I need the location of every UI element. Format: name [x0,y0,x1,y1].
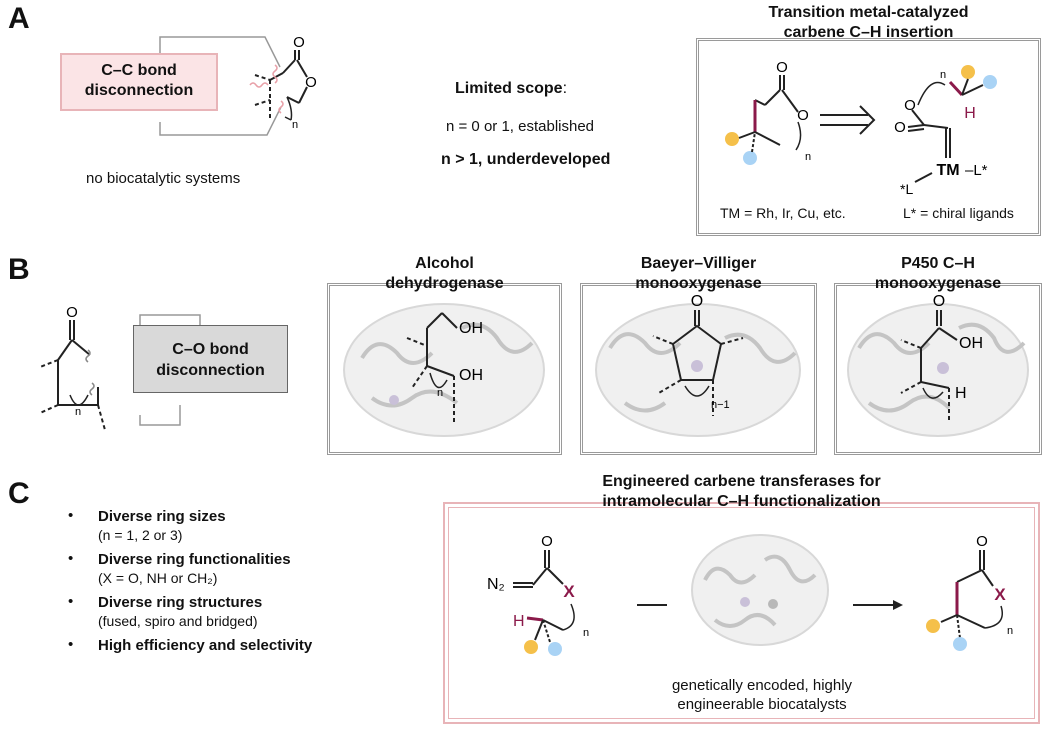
diazo-o-label: O [541,533,553,550]
product-x-label: X [994,585,1006,604]
tm-ring-o: O [797,107,809,124]
adh-protein-image: OH OH n [343,303,545,437]
p450-o-label: O [933,293,945,310]
tm-ligand-left: *L [900,181,913,197]
cc-disconnection-line2: disconnection [84,82,194,99]
tm-caption-left: TM = Rh, Ir, Cu, etc. [720,205,846,221]
tm-carbonyl-o: O [894,119,906,136]
tm-box-title: Transition metal-catalyzed carbene C–H i… [696,3,1041,43]
scope-line-underdeveloped: n > 1, underdeveloped [441,151,611,168]
cc-struct-ring-o: O [305,74,317,91]
diazo-h-label: H [513,613,525,630]
carbene-box-title-line1: Engineered carbene transferases for [602,473,881,490]
feature-title: Diverse ring functionalities [98,551,291,568]
enzyme-title-bvmo-line2: monooxygenase [635,275,762,292]
limited-scope-heading: Limited scope: [455,80,568,97]
scope-line-established: n = 0 or 1, established [446,118,595,135]
carbene-transferase-box-inner [448,507,1035,719]
tm-box-title-line1: Transition metal-catalyzed [768,4,969,21]
cc-struct-o: O [293,34,305,51]
cc-disconnection-line1: C–C bond [101,62,177,79]
feature-title: Diverse ring structures [98,594,263,611]
tm-insertion-scheme: O O n O n H O TM –L* *L [725,60,997,197]
tm-lactone-o: O [776,60,788,76]
cc-disconnection-scheme: O O n [159,34,317,136]
p450-protein-image: O OH H [847,293,1029,437]
feature-item-functionalities: Diverse ring functionalities (X = O, NH … [68,550,312,586]
enzyme-title-p450-line1: P450 C–H [901,255,975,272]
biocatalyst-caption-line1: genetically encoded, highly [671,677,853,694]
tm-metal-label: TM [936,162,959,179]
carbene-transferase-scheme: N₂ O X n H O X n [487,533,1013,656]
panel-letter-c: C [8,477,30,510]
adh-oh-top: OH [459,320,483,337]
diazo-n2-label: N₂ [487,576,505,593]
carbene-box-title-line2: intramolecular C–H functionalization [602,493,881,510]
cc-disconnection-box: C–C bond disconnection [60,53,218,111]
tm-caption-right: L* = chiral ligands [903,205,1014,221]
panel-letter-b: B [8,253,30,286]
feature-title: Diverse ring sizes [98,508,226,525]
biocatalyst-caption-line2: engineerable biocatalysts [677,696,847,713]
co-disconnection-box: C–O bond disconnection [133,325,288,393]
co-disconnection-line2: disconnection [156,362,265,379]
feature-sub: (n = 1, 2 or 3) [98,527,183,543]
diazo-n-label: n [583,627,589,639]
adh-n-label: n [437,387,443,399]
features-list: Diverse ring sizes (n = 1, 2 or 3) Diver… [68,507,313,662]
enzyme-title-adh-line1: Alcohol [415,255,474,272]
bvmo-o-label: O [691,293,703,310]
p450-h-label: H [955,385,967,402]
feature-item-ring-sizes: Diverse ring sizes (n = 1, 2 or 3) [68,507,312,543]
enzyme-title-adh: Alcohol dehydrogenase [327,254,562,294]
p450-oh-label: OH [959,335,983,352]
co-struct-o: O [66,305,78,321]
bvmo-n-minus-1: n−1 [711,399,730,411]
adh-oh-bottom: OH [459,367,483,384]
no-biocatalytic-text: no biocatalytic systems [86,170,241,187]
enzyme-title-bvmo-line1: Baeyer–Villiger [640,255,757,272]
co-disconnection-scheme: O n [39,305,201,431]
product-o-label: O [976,533,988,550]
panel-letter-a: A [8,2,30,35]
feature-item-structures: Diverse ring structures (fused, spiro an… [68,593,312,629]
product-n-label: n [1007,625,1013,637]
biocatalyst-caption: genetically encoded, highly engineerable… [640,676,884,714]
feature-title: High efficiency and selectivity [98,637,313,654]
co-struct-n: n [75,406,81,418]
feature-item-efficiency: High efficiency and selectivity [68,636,313,654]
cc-struct-n: n [292,119,298,131]
tm-chain-n: n [940,69,946,81]
feature-sub: (X = O, NH or CH₂) [98,570,218,586]
bvmo-protein-image: O n−1 [595,293,801,437]
tm-ligand-right: –L* [965,162,988,179]
carbene-box-title: Engineered carbene transferases for intr… [443,472,1040,512]
feature-sub: (fused, spiro and bridged) [98,613,258,629]
tm-ester-o: O [904,97,916,114]
enzyme-title-bvmo: Baeyer–Villiger monooxygenase [580,254,817,294]
tm-box-title-line2: carbene C–H insertion [783,24,954,41]
co-disconnection-line1: C–O bond [172,341,249,358]
enzyme-title-adh-line2: dehydrogenase [385,275,504,292]
diazo-x-label: X [563,582,575,601]
tm-lactone-n: n [805,151,811,163]
enzyme-title-p450: P450 C–H monooxygenase [834,254,1042,294]
enzyme-title-p450-line2: monooxygenase [874,275,1002,292]
tm-h-label: H [964,105,976,122]
